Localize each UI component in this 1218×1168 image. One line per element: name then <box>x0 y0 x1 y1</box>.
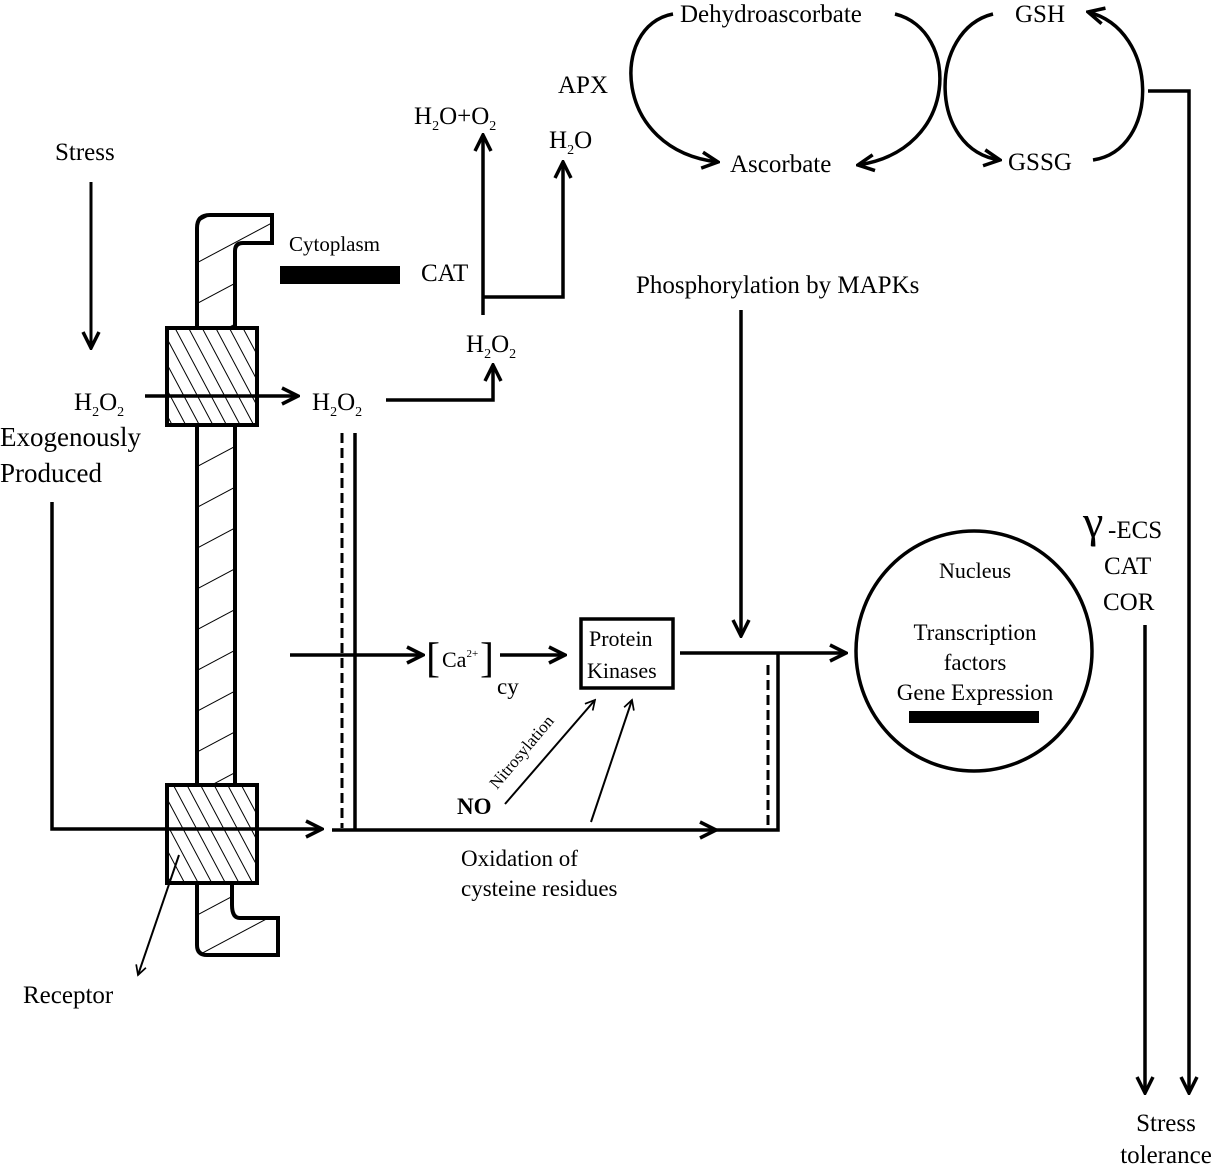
cytoplasm-bar <box>280 266 400 284</box>
membrane-receptor <box>165 213 280 957</box>
h2o2-exogenous-label: H2O2 <box>74 389 124 420</box>
stress-tolerance-line1: Stress <box>1136 1110 1196 1137</box>
nitrosylation-arrow <box>504 700 595 805</box>
nitrosylation-label: Nitrosylation <box>486 711 559 792</box>
stress-label: Stress <box>55 139 115 166</box>
glutathione-to-tolerance-arrow <box>1148 89 1189 1093</box>
gsh-to-gssg-arc <box>943 12 1000 160</box>
no-label: NO <box>457 794 492 819</box>
calcium-subscript: cy <box>497 674 519 699</box>
factors-label: factors <box>944 650 1007 675</box>
kinases-label: Kinases <box>587 658 657 683</box>
calcium-bracket-close: ] <box>480 636 494 682</box>
calcium-label: [ <box>426 636 440 682</box>
h2o2-to-upper-arrow <box>386 365 493 402</box>
h2o2-upper-label: H2O2 <box>466 331 516 362</box>
receptor-label: Receptor <box>23 982 114 1009</box>
dehydroascorbate-label: Dehydroascorbate <box>680 1 862 28</box>
gssg-to-gsh-arc <box>1088 12 1145 162</box>
apx-label: APX <box>558 72 608 99</box>
calcium-ion: Ca2+ <box>442 647 478 672</box>
exogenously-label: Exogenously <box>0 422 141 452</box>
gene-expression-bar <box>909 711 1039 723</box>
membrane-upper-segment <box>195 213 274 330</box>
protein-label: Protein <box>589 626 653 651</box>
oxidation-to-kinases-arrow <box>590 700 632 823</box>
ecs-label: -ECS <box>1108 517 1162 544</box>
cat-label: CAT <box>421 260 468 287</box>
produced-label: Produced <box>0 458 102 488</box>
receptor-path-arrow <box>50 502 322 829</box>
h2o-o2-label: H2O+O2 <box>414 103 496 134</box>
nucleus-label: Nucleus <box>939 558 1011 583</box>
gene-expression-label: Gene Expression <box>897 680 1054 705</box>
oxidation-label-line1: Oxidation of <box>461 846 578 871</box>
gssg-label: GSSG <box>1008 149 1072 176</box>
receptor-pointer-arrow <box>138 854 180 975</box>
channel-upper-block <box>165 326 259 427</box>
cat-to-h2o-arrow <box>483 162 563 299</box>
receptor-lower-block <box>165 783 259 885</box>
apx-cycle-arrow <box>629 12 718 162</box>
dehydroascorbate-to-ascorbate-arc <box>858 12 942 165</box>
oxidation-return-line <box>710 653 780 832</box>
oxidation-label-line2: cysteine residues <box>461 876 618 901</box>
phosphorylation-label: Phosphorylation by MAPKs <box>636 272 919 299</box>
transcription-label: Transcription <box>913 620 1037 645</box>
cytoplasm-label: Cytoplasm <box>289 232 380 256</box>
h2o-label: H2O <box>549 127 592 158</box>
protein-kinases-box <box>579 617 675 690</box>
nucleus-circle <box>854 529 1094 773</box>
gamma-label: γ <box>1082 496 1103 547</box>
gsh-label: GSH <box>1015 1 1065 28</box>
cat-right-label: CAT <box>1104 553 1151 580</box>
membrane-lower-segment <box>195 881 280 957</box>
cor-label: COR <box>1103 589 1155 616</box>
ascorbate-label: Ascorbate <box>730 151 831 178</box>
membrane-middle-segment <box>195 423 237 787</box>
stress-tolerance-line2: tolerance <box>1120 1142 1212 1168</box>
h2o2-inner-label: H2O2 <box>312 389 362 420</box>
